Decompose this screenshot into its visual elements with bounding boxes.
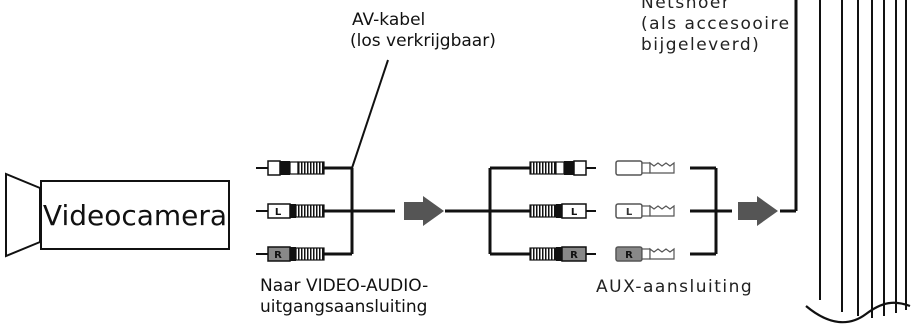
signal-arrow-1 bbox=[404, 196, 444, 226]
middle-plugs bbox=[529, 160, 596, 262]
camera-label: Videocamera bbox=[42, 198, 228, 232]
av-cable-label: AV-kabel (los verkrijgbaar) bbox=[350, 10, 496, 52]
av-cable-label-line2: (los verkrijgbaar) bbox=[350, 31, 496, 51]
power-cord-label-line2: (als accesooire bbox=[641, 14, 791, 34]
aux-input-label: AUX-aansluiting bbox=[596, 277, 754, 297]
signal-arrow-2 bbox=[738, 196, 778, 226]
output-label-line2: uitgangsaansluiting bbox=[260, 297, 428, 317]
av-cable-left bbox=[324, 166, 395, 256]
aux-sockets bbox=[615, 160, 675, 262]
tv-rear-panel bbox=[805, 0, 911, 324]
plug-letter-camera-r: R bbox=[274, 250, 282, 261]
plug-letter-aux-l: L bbox=[626, 207, 633, 218]
plug-letter-middle-r: R bbox=[570, 250, 578, 261]
power-cord-label-line3: bijgeleverd) bbox=[641, 35, 761, 55]
power-cord-label: Netsnoer (als accesooire bijgeleverd) bbox=[641, 0, 791, 56]
output-label-line1: Naar VIDEO-AUDIO- bbox=[260, 276, 429, 296]
tv-input-wiring bbox=[690, 0, 798, 256]
av-cable-label-line1: AV-kabel bbox=[352, 10, 426, 30]
camera-lens bbox=[5, 172, 41, 258]
av-cable-right bbox=[445, 166, 530, 256]
plug-letter-middle-l: L bbox=[571, 207, 578, 218]
video-camera: Videocamera bbox=[40, 180, 230, 250]
camera-plugs bbox=[256, 160, 325, 262]
av-cable-leader bbox=[351, 59, 389, 169]
video-audio-output-label: Naar VIDEO-AUDIO- uitgangsaansluiting bbox=[260, 276, 428, 318]
power-cord-label-line1: Netsnoer bbox=[641, 0, 731, 13]
plug-letter-aux-r: R bbox=[625, 250, 633, 261]
plug-letter-camera-l: L bbox=[275, 207, 282, 218]
